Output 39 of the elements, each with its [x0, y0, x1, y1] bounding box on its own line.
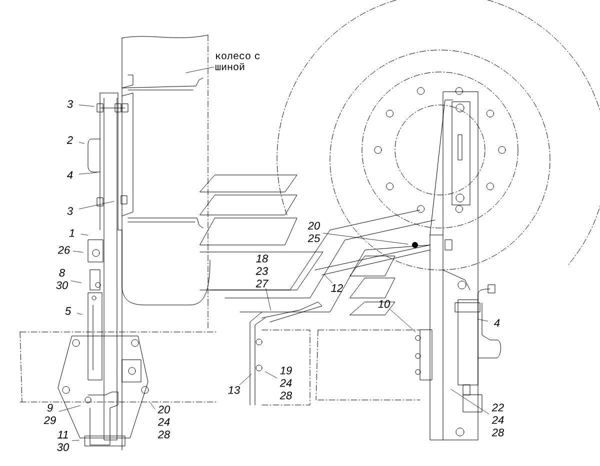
leader-line [81, 234, 88, 236]
leader-line [239, 374, 252, 386]
callout-number: 8 30 [56, 268, 68, 290]
leader-line [186, 66, 214, 73]
leader-line [324, 274, 332, 284]
leader-line [72, 440, 80, 441]
callout-number: 20 24 28 [158, 406, 170, 438]
callout-number: 19 24 28 [280, 366, 292, 400]
callout-number: 26 [58, 246, 70, 254]
callout-number: 18 23 27 [256, 254, 268, 288]
leader-line [478, 319, 488, 322]
leader-line [79, 142, 84, 144]
callout-number: 5 [65, 307, 72, 315]
callout-number: колесо с шиной [216, 54, 260, 70]
leader-line [77, 313, 82, 315]
callout-number: 4 [67, 171, 73, 179]
leader-line [71, 280, 82, 283]
callout-number: 11 30 [57, 430, 70, 452]
callout-number: 2 [66, 136, 73, 144]
callout-number: 4 [494, 319, 500, 327]
leader-line [390, 308, 416, 332]
leader-line [323, 232, 408, 244]
callout-number: 3 [67, 207, 73, 215]
leader-line [59, 405, 80, 412]
callout-number: 20 25 [308, 222, 320, 242]
leader-line [79, 172, 98, 174]
leader-line [150, 402, 155, 410]
callout-number: 3 [67, 100, 73, 108]
callout-number: 9 29 [44, 404, 56, 424]
callout-number: 22 24 28 [492, 404, 504, 436]
leader-line [79, 201, 114, 210]
leader-line [79, 104, 94, 107]
callout-number: 13 [228, 386, 240, 394]
callout-number: 12 [331, 284, 343, 292]
leader-line [265, 372, 277, 378]
callout-number: 10 [378, 300, 390, 308]
callout-number: 1 [69, 229, 74, 237]
leader-line [266, 288, 271, 310]
leader-line [73, 250, 84, 252]
